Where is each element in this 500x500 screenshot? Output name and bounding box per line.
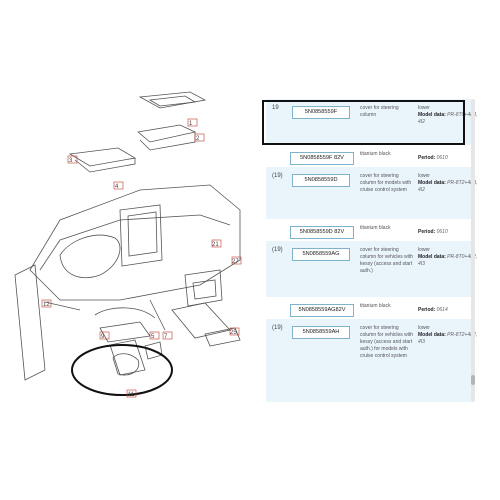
part-number-field[interactable]: 5N0858559AG	[292, 248, 350, 261]
position-number: (19)	[272, 325, 283, 331]
callout-label: 9	[101, 334, 105, 340]
table-row[interactable]: 5N0858559D 82V titanium black Period: 06…	[266, 219, 472, 242]
position-number: (19)	[272, 173, 283, 179]
highlight-box	[262, 100, 465, 145]
part-description: cover for steering column for vehicles w…	[360, 325, 414, 359]
callout-label: 12	[43, 302, 50, 308]
part-note: Period: 0610	[418, 229, 448, 235]
table-row[interactable]: 5N0858559F 82V titanium black Period: 06…	[266, 145, 472, 168]
table-row[interactable]: (19) 5N0858559D cover for steering colum…	[266, 167, 478, 220]
part-description: cover for steering column	[360, 105, 399, 118]
table-row[interactable]: (19) 5N0858559AH cover for steering colu…	[266, 319, 477, 402]
callout-label: 21	[212, 242, 219, 248]
scrollbar-thumb[interactable]	[471, 375, 475, 385]
table-row[interactable]: 5N0858559AG82V titanium black Period: 06…	[266, 297, 472, 320]
part-note: Period: 0610	[418, 155, 448, 161]
callout-label: 11	[128, 392, 135, 398]
part-description: titanium black	[360, 151, 391, 157]
callout-label: 4	[115, 184, 119, 190]
part-description: titanium black	[360, 303, 391, 309]
callout-label: 1	[189, 121, 193, 127]
callout-label: 25	[230, 330, 237, 336]
position-number: 19	[272, 105, 279, 111]
part-number-field[interactable]: 5N0858559D 82V	[290, 226, 354, 239]
circled-steering-area	[71, 344, 173, 396]
part-number-field[interactable]: 5N0858559F 82V	[290, 152, 354, 165]
part-note: Period: 0614	[418, 307, 448, 313]
part-description: cover for steering column for vehicles w…	[360, 247, 414, 274]
part-description: cover for steering column for models wit…	[360, 173, 412, 193]
vertical-scrollbar[interactable]	[471, 99, 475, 402]
part-description: titanium black	[360, 225, 391, 231]
part-number-field[interactable]: 5N0858559AG82V	[290, 304, 354, 317]
table-row[interactable]: (19) 5N0858559AG cover for steering colu…	[266, 241, 477, 298]
callout-label: 3	[69, 158, 73, 164]
part-number-field[interactable]: 5N0858559D	[292, 174, 350, 187]
part-number-field[interactable]: 5N0858559AH	[292, 326, 350, 339]
part-number-field[interactable]: 5N0858559F	[292, 106, 350, 119]
parts-list: 19 5N0858559F cover for steering column …	[258, 99, 480, 402]
callout-label: 27	[232, 259, 239, 265]
position-number: (19)	[272, 247, 283, 253]
dashboard-exploded-diagram: 1 2 3 4 21 27 12 5 11 25 7 9	[14, 91, 242, 398]
callout-label: 2	[196, 136, 200, 142]
callout-label: 5	[151, 334, 155, 340]
callout-label: 7	[164, 334, 168, 340]
